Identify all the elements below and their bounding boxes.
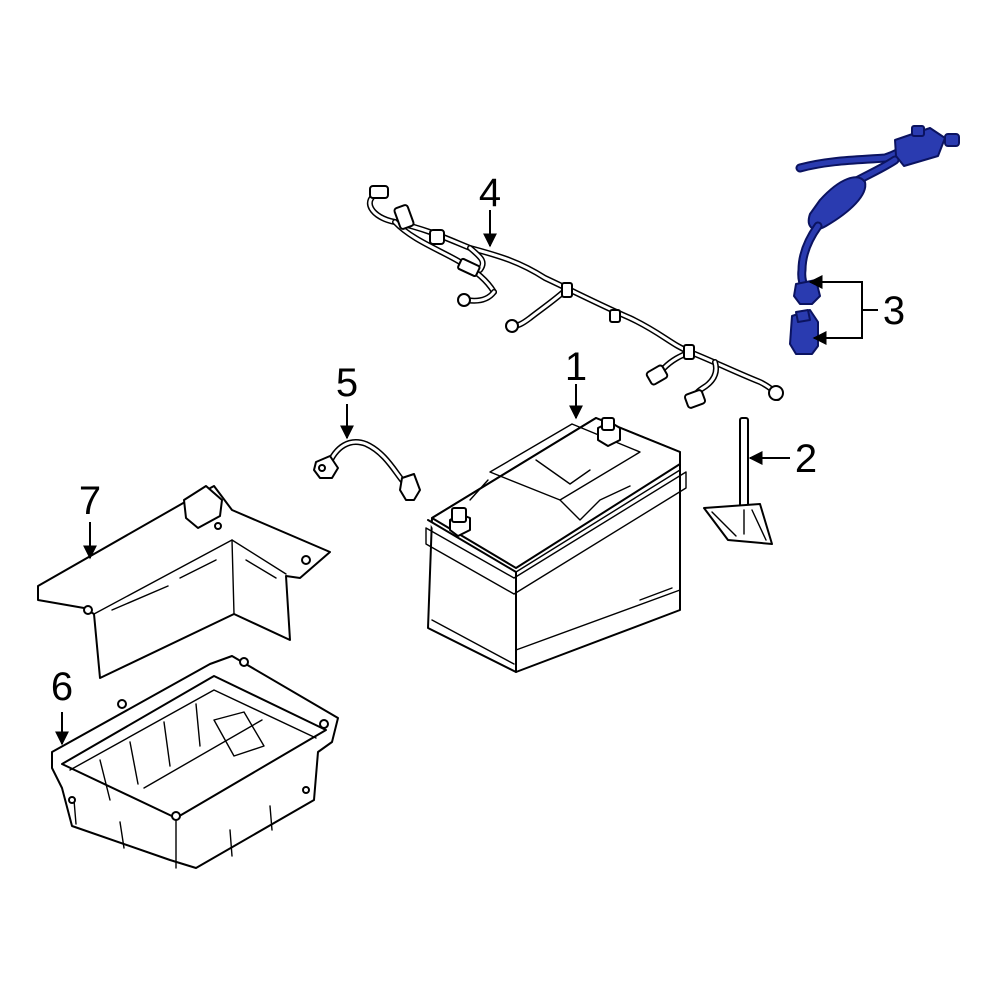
- leader-lines: [55, 210, 878, 746]
- callout-4: 4: [479, 171, 501, 215]
- wiring-harness[interactable]: [366, 185, 784, 409]
- callout-6: 6: [51, 665, 73, 709]
- hold-down-clamp[interactable]: [703, 417, 773, 545]
- battery[interactable]: [425, 417, 687, 673]
- callout-3: 3: [883, 289, 905, 333]
- sensor-cable-highlighted[interactable]: [789, 125, 960, 355]
- callout-5: 5: [336, 361, 358, 405]
- callout-1: 1: [565, 345, 587, 389]
- callout-numbers: 1 2 3 4 5 6 7: [51, 171, 905, 709]
- callout-7: 7: [79, 479, 101, 523]
- leader-3: [812, 281, 878, 339]
- battery-tray[interactable]: [51, 655, 339, 869]
- callout-2: 2: [795, 437, 817, 481]
- heat-shield[interactable]: [37, 485, 331, 679]
- ground-cable[interactable]: [313, 439, 421, 501]
